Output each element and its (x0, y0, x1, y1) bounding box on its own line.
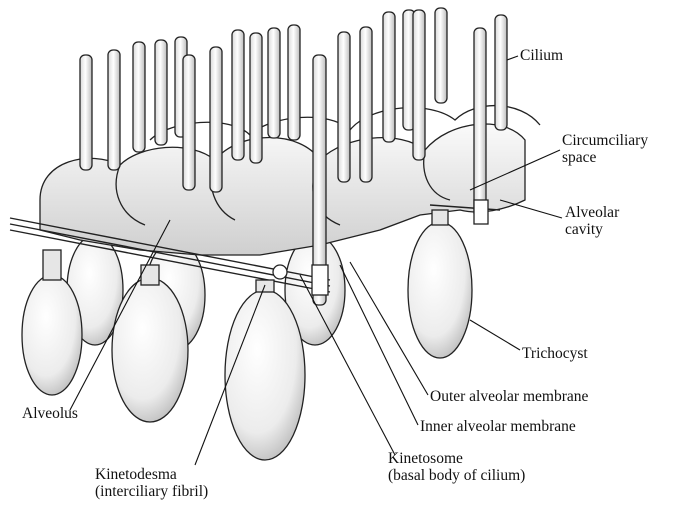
label-circumciliary-line1: Circumciliary (562, 132, 648, 149)
label-outer-alveolar-text: Outer alveolar membrane (430, 388, 588, 405)
label-alveolar-cavity: Alveolar cavity (565, 204, 619, 238)
label-kinetodesma-line2: (interciliary fibril) (95, 483, 208, 500)
label-circumciliary-space: Circumciliary space (562, 132, 648, 166)
label-trichocyst: Trichocyst (522, 345, 588, 362)
label-kinetosome: Kinetosome (basal body of cilium) (388, 450, 525, 484)
label-trichocyst-text: Trichocyst (522, 345, 588, 362)
label-cilium: Cilium (520, 47, 563, 64)
label-kinetosome-line2: (basal body of cilium) (388, 467, 525, 484)
label-alveolus: Alveolus (22, 405, 78, 422)
label-alveolar-cavity-line1: Alveolar (565, 204, 619, 221)
label-alveolar-cavity-line2: cavity (565, 221, 619, 238)
label-kinetodesma: Kinetodesma (interciliary fibril) (95, 466, 208, 500)
label-inner-alveolar-text: Inner alveolar membrane (420, 418, 576, 435)
label-cilium-text: Cilium (520, 47, 563, 64)
label-inner-alveolar-membrane: Inner alveolar membrane (420, 418, 576, 435)
label-kinetodesma-line1: Kinetodesma (95, 466, 208, 483)
label-alveolus-text: Alveolus (22, 405, 78, 422)
label-circumciliary-line2: space (562, 149, 648, 166)
label-outer-alveolar-membrane: Outer alveolar membrane (430, 388, 588, 405)
label-kinetosome-line1: Kinetosome (388, 450, 525, 467)
